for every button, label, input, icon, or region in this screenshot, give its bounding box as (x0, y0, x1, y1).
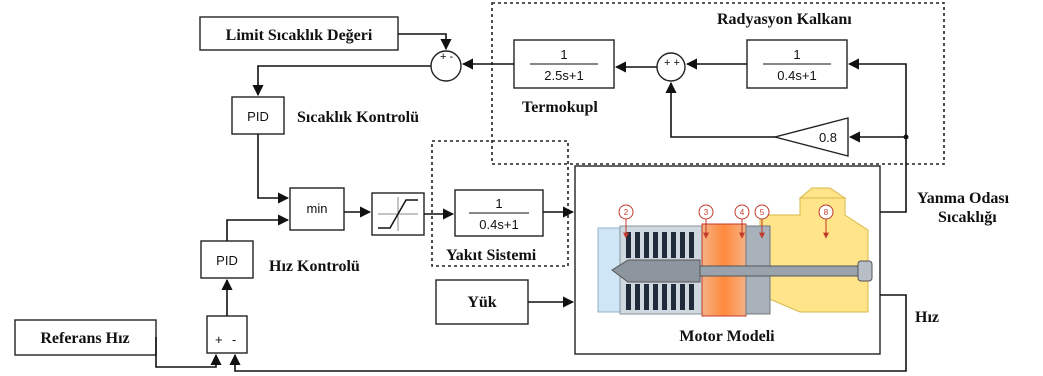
saturation-block[interactable] (371, 192, 425, 236)
shield-sum-junction[interactable]: + + (656, 52, 686, 82)
tf-thermocouple-num: 1 (560, 47, 567, 62)
wire-reference-to-sum (155, 337, 222, 368)
tf-shield-den: 0.4s+1 (777, 68, 816, 83)
pid-temperature-block[interactable]: PID (231, 96, 285, 135)
radiation-shield-label: Radyasyon Kalkanı (717, 11, 852, 28)
wire-speed-feedback (229, 294, 907, 372)
pid-speed-text: PID (216, 253, 238, 268)
load-block[interactable]: Yük (435, 279, 529, 325)
limit-temperature-block[interactable]: Limit Sıcaklık Değeri (199, 16, 399, 51)
min-text: min (307, 201, 328, 216)
station-8: 8 (824, 208, 829, 217)
combustion-temp-label-2: Sıcaklığı (938, 209, 997, 226)
pid-temp-text: PID (247, 109, 269, 124)
combustion-temp-label-1: Yanma Odası (917, 190, 1010, 207)
sum-shield-signs: + + (664, 57, 680, 69)
sum-temp-signs: + - (440, 51, 453, 63)
speed-output-label: Hız (915, 309, 939, 326)
reference-speed-block[interactable]: Referans Hız (14, 319, 157, 356)
gain-value: 0.8 (819, 130, 837, 145)
fuel-system-region (431, 140, 569, 267)
wire-pidspeed-to-min (226, 214, 290, 241)
temperature-control-label: Sıcaklık Kontrolü (297, 109, 419, 126)
tf-shield-num: 1 (793, 47, 800, 62)
motor-model-label: Motor Modeli (679, 328, 775, 345)
sum-ref-minus: - (232, 332, 236, 347)
station-4: 4 (740, 208, 745, 217)
station-3: 3 (704, 208, 709, 217)
reference-sum-block[interactable]: + - (206, 315, 248, 354)
thermocouple-transfer-function[interactable]: 1 2.5s+1 (513, 39, 615, 89)
station-2: 2 (624, 208, 629, 217)
engine-illustration: 2 3 4 5 8 (597, 187, 873, 317)
reference-speed-label: Referans Hız (40, 330, 129, 347)
gain-block[interactable]: 0.8 (772, 117, 849, 157)
fuel-system-transfer-function[interactable]: 1 0.4s+1 (454, 189, 544, 237)
tf-fuel-den: 0.4s+1 (479, 217, 518, 232)
limit-temperature-label: Limit Sıcaklık Değeri (226, 27, 373, 44)
wire-limit-to-sum (398, 33, 452, 51)
thermocouple-label: Termokupl (522, 99, 598, 116)
tf-thermocouple-den: 2.5s+1 (544, 68, 583, 83)
motor-model-block[interactable]: 2 3 4 5 8 Motor Modeli (574, 165, 881, 355)
sum-ref-plus: + (215, 332, 223, 347)
station-5: 5 (760, 208, 765, 217)
min-block[interactable]: min (289, 187, 345, 231)
saturation-icon (378, 199, 418, 229)
wire-gain-to-sum (665, 81, 775, 138)
wire-sum-to-pid (252, 65, 431, 97)
fuel-system-label: Yakıt Sistemi (446, 247, 537, 264)
temperature-sum-junction[interactable]: + - (430, 50, 462, 82)
wire-pidtemp-to-min (257, 134, 290, 204)
pid-speed-block[interactable]: PID (200, 240, 254, 279)
radiation-shield-transfer-function[interactable]: 1 0.4s+1 (746, 39, 848, 89)
speed-control-label: Hız Kontrolü (269, 258, 360, 275)
tf-fuel-num: 1 (495, 196, 502, 211)
load-label: Yük (467, 294, 496, 311)
